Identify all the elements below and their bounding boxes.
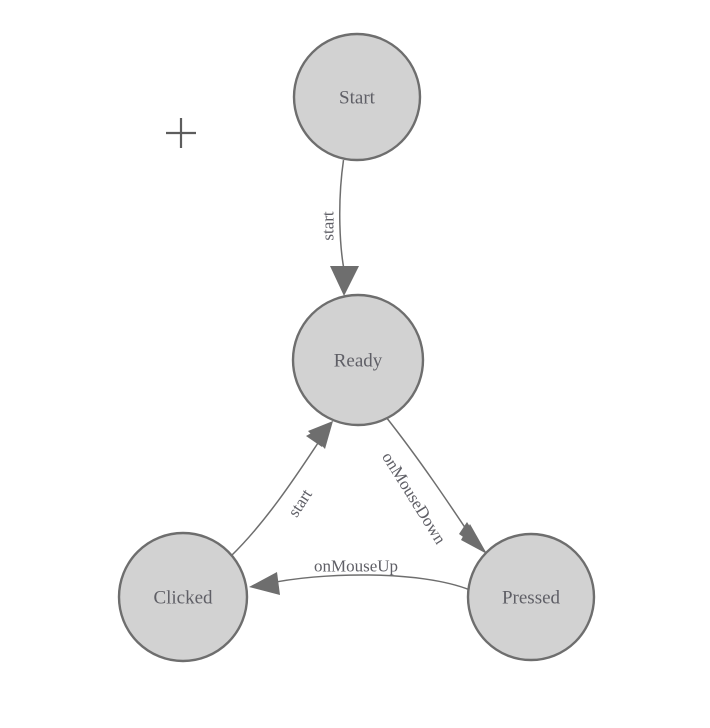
node-pressed-label: Pressed — [502, 588, 561, 609]
edge-label-clicked-to-ready: start — [284, 485, 316, 520]
node-clicked-label: Clicked — [153, 588, 213, 609]
node-start[interactable]: Start — [292, 32, 422, 162]
arrowhead-into-ready-from-clicked-fill — [308, 421, 333, 449]
node-pressed-circle[interactable] — [466, 532, 596, 662]
arrowhead-into-clicked — [249, 572, 280, 595]
edge-ready-to-pressed[interactable] — [385, 416, 487, 554]
edge-clicked-to-ready[interactable] — [230, 421, 333, 557]
edge-label-pressed-to-clicked: onMouseUp — [314, 557, 398, 576]
edge-path-clicked-to-ready — [230, 439, 321, 557]
arrowhead-into-pressed-fill — [459, 522, 487, 554]
arrowhead-into-ready-from-start — [330, 266, 359, 296]
node-start-label: Start — [339, 88, 376, 109]
node-ready-circle[interactable] — [291, 293, 425, 427]
node-ready[interactable]: Ready — [291, 293, 425, 427]
edge-path-pressed-to-clicked — [265, 574, 471, 591]
edge-path-ready-to-pressed — [385, 416, 473, 539]
node-start-circle[interactable] — [292, 32, 422, 162]
edge-label-ready-to-pressed: onMouseDown — [378, 449, 450, 548]
edge-start-to-ready[interactable] — [330, 159, 359, 296]
node-ready-label: Ready — [334, 351, 383, 372]
crosshair-icon — [166, 118, 196, 148]
edge-label-start-to-ready: start — [319, 211, 338, 241]
node-clicked-circle[interactable] — [117, 531, 249, 663]
node-pressed[interactable]: Pressed — [466, 532, 596, 662]
node-clicked[interactable]: Clicked — [117, 531, 249, 663]
edge-path-start-to-ready — [339, 159, 346, 273]
edge-pressed-to-clicked[interactable] — [249, 572, 471, 595]
